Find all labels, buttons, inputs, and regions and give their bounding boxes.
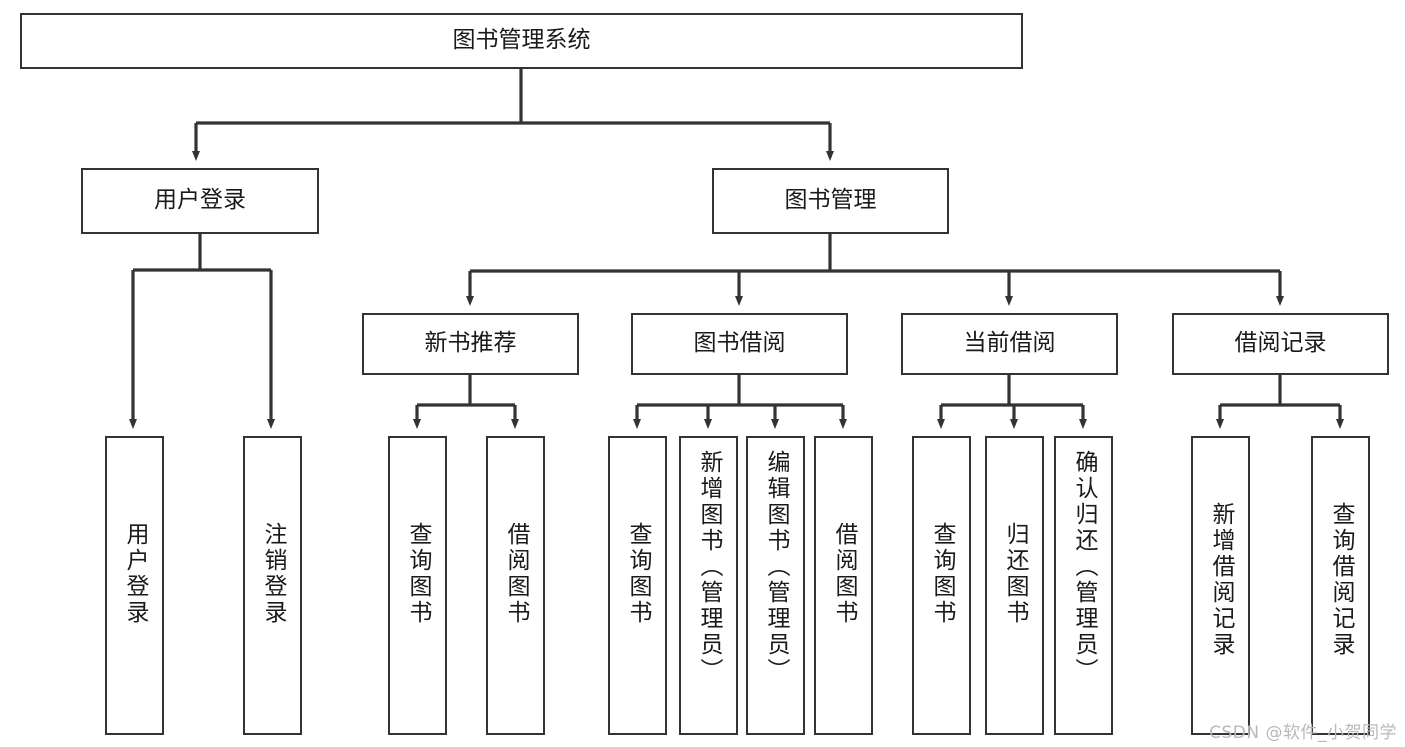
node-user-login[interactable]: 用户登录 bbox=[81, 168, 319, 234]
node-book-borrow-label: 图书借阅 bbox=[693, 330, 786, 357]
node-leaf-add-borrow-record[interactable]: 新增借阅记录 bbox=[1191, 436, 1250, 735]
node-book-manage[interactable]: 图书管理 bbox=[712, 168, 949, 234]
node-current-borrow[interactable]: 当前借阅 bbox=[901, 313, 1118, 375]
node-leaf-confirm-return-admin-label: 确认归还（管理员） bbox=[1071, 450, 1097, 684]
node-new-book-rec-label: 新书推荐 bbox=[424, 330, 517, 357]
node-current-borrow-label: 当前借阅 bbox=[963, 330, 1056, 357]
node-leaf-borrow-book-1[interactable]: 借阅图书 bbox=[486, 436, 545, 735]
node-new-book-rec[interactable]: 新书推荐 bbox=[362, 313, 579, 375]
node-leaf-query-borrow-record[interactable]: 查询借阅记录 bbox=[1311, 436, 1370, 735]
node-leaf-logout[interactable]: 注销登录 bbox=[243, 436, 302, 735]
node-leaf-borrow-book-2[interactable]: 借阅图书 bbox=[814, 436, 873, 735]
node-leaf-add-book-admin[interactable]: 新增图书（管理员） bbox=[679, 436, 738, 735]
node-root-label: 图书管理系统 bbox=[452, 27, 591, 54]
node-leaf-query-book-2[interactable]: 查询图书 bbox=[608, 436, 667, 735]
node-borrow-record-label: 借阅记录 bbox=[1234, 330, 1327, 357]
node-leaf-logout-label: 注销登录 bbox=[260, 522, 286, 626]
node-leaf-return-book[interactable]: 归还图书 bbox=[985, 436, 1044, 735]
node-user-login-label: 用户登录 bbox=[154, 187, 246, 214]
node-book-manage-label: 图书管理 bbox=[784, 187, 877, 214]
node-leaf-add-borrow-record-label: 新增借阅记录 bbox=[1208, 502, 1234, 658]
node-root[interactable]: 图书管理系统 bbox=[20, 13, 1023, 69]
node-book-borrow[interactable]: 图书借阅 bbox=[631, 313, 848, 375]
node-leaf-borrow-book-2-label: 借阅图书 bbox=[831, 522, 857, 626]
node-leaf-query-book-1-label: 查询图书 bbox=[405, 522, 431, 626]
node-leaf-user-login-label: 用户登录 bbox=[122, 522, 148, 626]
node-leaf-query-book-2-label: 查询图书 bbox=[625, 522, 651, 626]
node-leaf-query-book-1[interactable]: 查询图书 bbox=[388, 436, 447, 735]
node-leaf-user-login[interactable]: 用户登录 bbox=[105, 436, 164, 735]
node-leaf-return-book-label: 归还图书 bbox=[1002, 522, 1028, 626]
node-leaf-add-book-admin-label: 新增图书（管理员） bbox=[696, 450, 722, 684]
node-leaf-query-book-3[interactable]: 查询图书 bbox=[912, 436, 971, 735]
node-leaf-edit-book-admin-label: 编辑图书（管理员） bbox=[763, 450, 789, 684]
node-leaf-query-book-3-label: 查询图书 bbox=[929, 522, 955, 626]
node-borrow-record[interactable]: 借阅记录 bbox=[1172, 313, 1389, 375]
watermark-text: CSDN @软件_小贺同学 bbox=[1209, 723, 1397, 743]
node-leaf-confirm-return-admin[interactable]: 确认归还（管理员） bbox=[1054, 436, 1113, 735]
node-leaf-borrow-book-1-label: 借阅图书 bbox=[503, 522, 529, 626]
node-leaf-edit-book-admin[interactable]: 编辑图书（管理员） bbox=[746, 436, 805, 735]
node-leaf-query-borrow-record-label: 查询借阅记录 bbox=[1328, 502, 1354, 658]
